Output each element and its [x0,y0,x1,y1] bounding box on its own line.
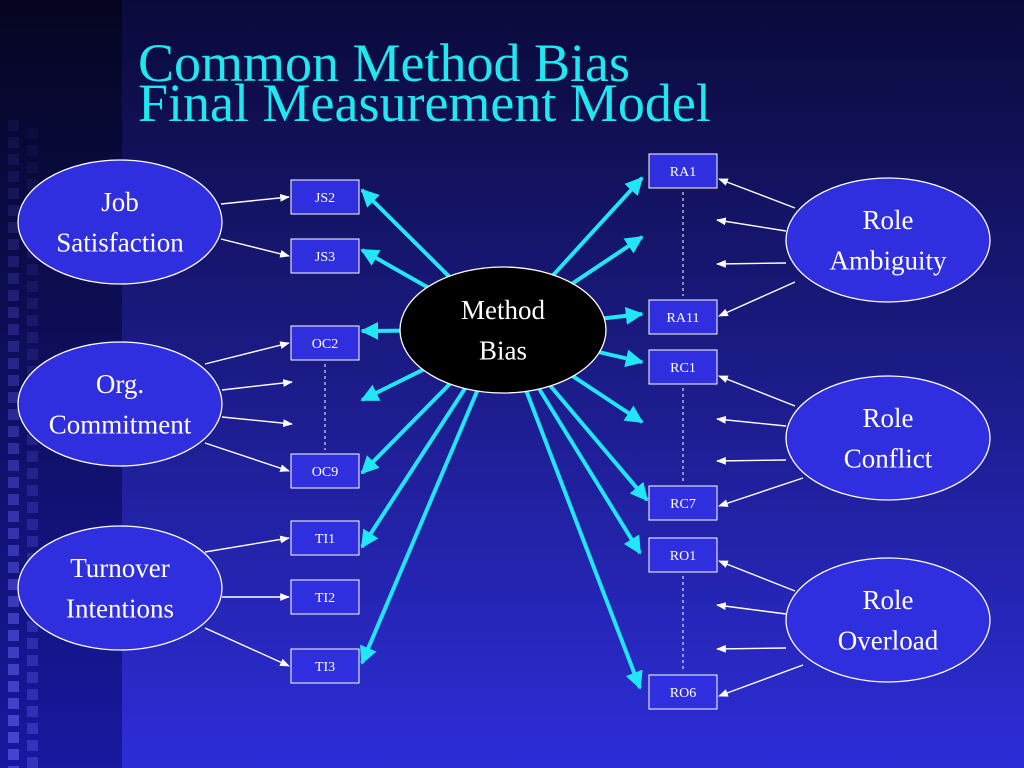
indicator-label: TI2 [315,591,335,606]
indicator-label: RC1 [670,361,696,376]
indicator-oc9: OC9 [290,453,360,489]
indicator-ro6: RO6 [648,674,718,710]
method-bias-node [399,266,607,394]
method-arrow-ra-mid [565,235,644,289]
method-arrow-rc-mid [566,370,644,424]
construct-ellipse [785,557,991,683]
construct-role-ambiguity [785,177,991,303]
loading-arrow-ti1 [204,535,290,553]
loading-arrow-ra-mid2 [716,259,787,268]
indicator-box [648,537,718,573]
indicator-label: RO1 [670,549,696,564]
indicator-box [648,349,718,385]
loading-arrow-ro1 [718,560,796,592]
method-arrow-rc1 [591,348,644,368]
construct-ellipse [17,159,223,285]
loading-arrow-ra11 [718,281,796,317]
construct-ellipse [785,177,991,303]
slide-title-line-1: Common Method Bias [138,33,631,93]
construct-job-satisfaction [17,159,223,285]
indicator-box [648,674,718,710]
method-arrow-ti1 [360,382,470,549]
method-arrow-oc9 [360,378,456,475]
indicator-ti3: TI3 [290,648,360,684]
method-bias-ellipse [399,266,607,394]
construct-turnover-intentions [17,525,223,651]
loading-arrow-ti3 [204,627,290,667]
indicator-label: TI1 [315,532,335,547]
method-arrow-rc7 [545,380,649,502]
construct-label-org-commitment: Org.Commitment [49,369,192,440]
indicator-ra11: RA11 [648,299,718,335]
indicator-box [290,179,360,215]
indicator-box [290,325,360,361]
indicator-ti1: TI1 [290,520,360,556]
loading-arrow-rc7 [718,477,804,507]
method-arrow-ro6 [522,385,643,690]
method-arrow-ra1 [547,176,644,281]
indicator-box [290,648,360,684]
loading-arrow-oc-mid1 [221,379,293,391]
indicator-js2: JS2 [290,179,360,215]
loading-arrow-oc2 [204,341,290,365]
indicator-label: TI3 [315,660,335,675]
method-arrow-js3 [360,248,435,293]
indicator-label: RA1 [670,165,696,180]
indicator-label: RA11 [667,311,700,326]
loading-arrow-rc-mid2 [716,456,787,465]
indicator-ro1: RO1 [648,537,718,573]
construct-ellipse [17,341,223,467]
loading-arrow-ra1 [718,178,796,209]
indicator-rc1: RC1 [648,349,718,385]
indicator-label: RO6 [670,686,696,701]
indicator-oc2: OC2 [290,325,360,361]
loading-arrow-ro6 [718,664,804,697]
indicator-rc7: RC7 [648,485,718,521]
indicator-box [290,520,360,556]
indicator-ti2: TI2 [290,579,360,615]
loading-arrow-rc-mid1 [716,415,787,427]
indicator-box [648,153,718,189]
indicator-box [290,453,360,489]
indicator-label: JS3 [315,250,335,265]
indicator-js3: JS3 [290,238,360,274]
indicator-box [648,485,718,521]
loading-arrow-ra-mid1 [716,217,787,232]
loading-arrow-ro-mid1 [716,602,787,615]
slide-title-line-2: Final Measurement Model [138,73,711,133]
construct-ellipse [785,375,991,501]
indicator-label: OC9 [312,465,338,480]
construct-role-conflict [785,375,991,501]
indicator-ra1: RA1 [648,153,718,189]
method-arrow-oc-mid [360,364,431,402]
method-arrow-ti3 [360,385,482,665]
construct-ellipse [17,525,223,651]
indicator-label: OC2 [312,337,338,352]
indicator-label: RC7 [670,497,696,512]
indicator-box [290,579,360,615]
loading-arrow-rc1 [718,375,796,407]
loading-arrow-js2 [220,194,290,205]
construct-org-commitment [17,341,223,467]
method-arrow-ro1 [534,383,642,555]
indicator-box [648,299,718,335]
indicator-label: JS2 [315,191,335,206]
loading-arrow-js3 [220,238,290,258]
indicator-box [290,238,360,274]
loading-arrow-oc9 [204,442,290,472]
loading-arrow-oc-mid2 [221,416,293,428]
construct-role-overload [785,557,991,683]
method-arrow-js2 [360,188,455,283]
loading-arrow-ro-mid2 [716,644,787,653]
